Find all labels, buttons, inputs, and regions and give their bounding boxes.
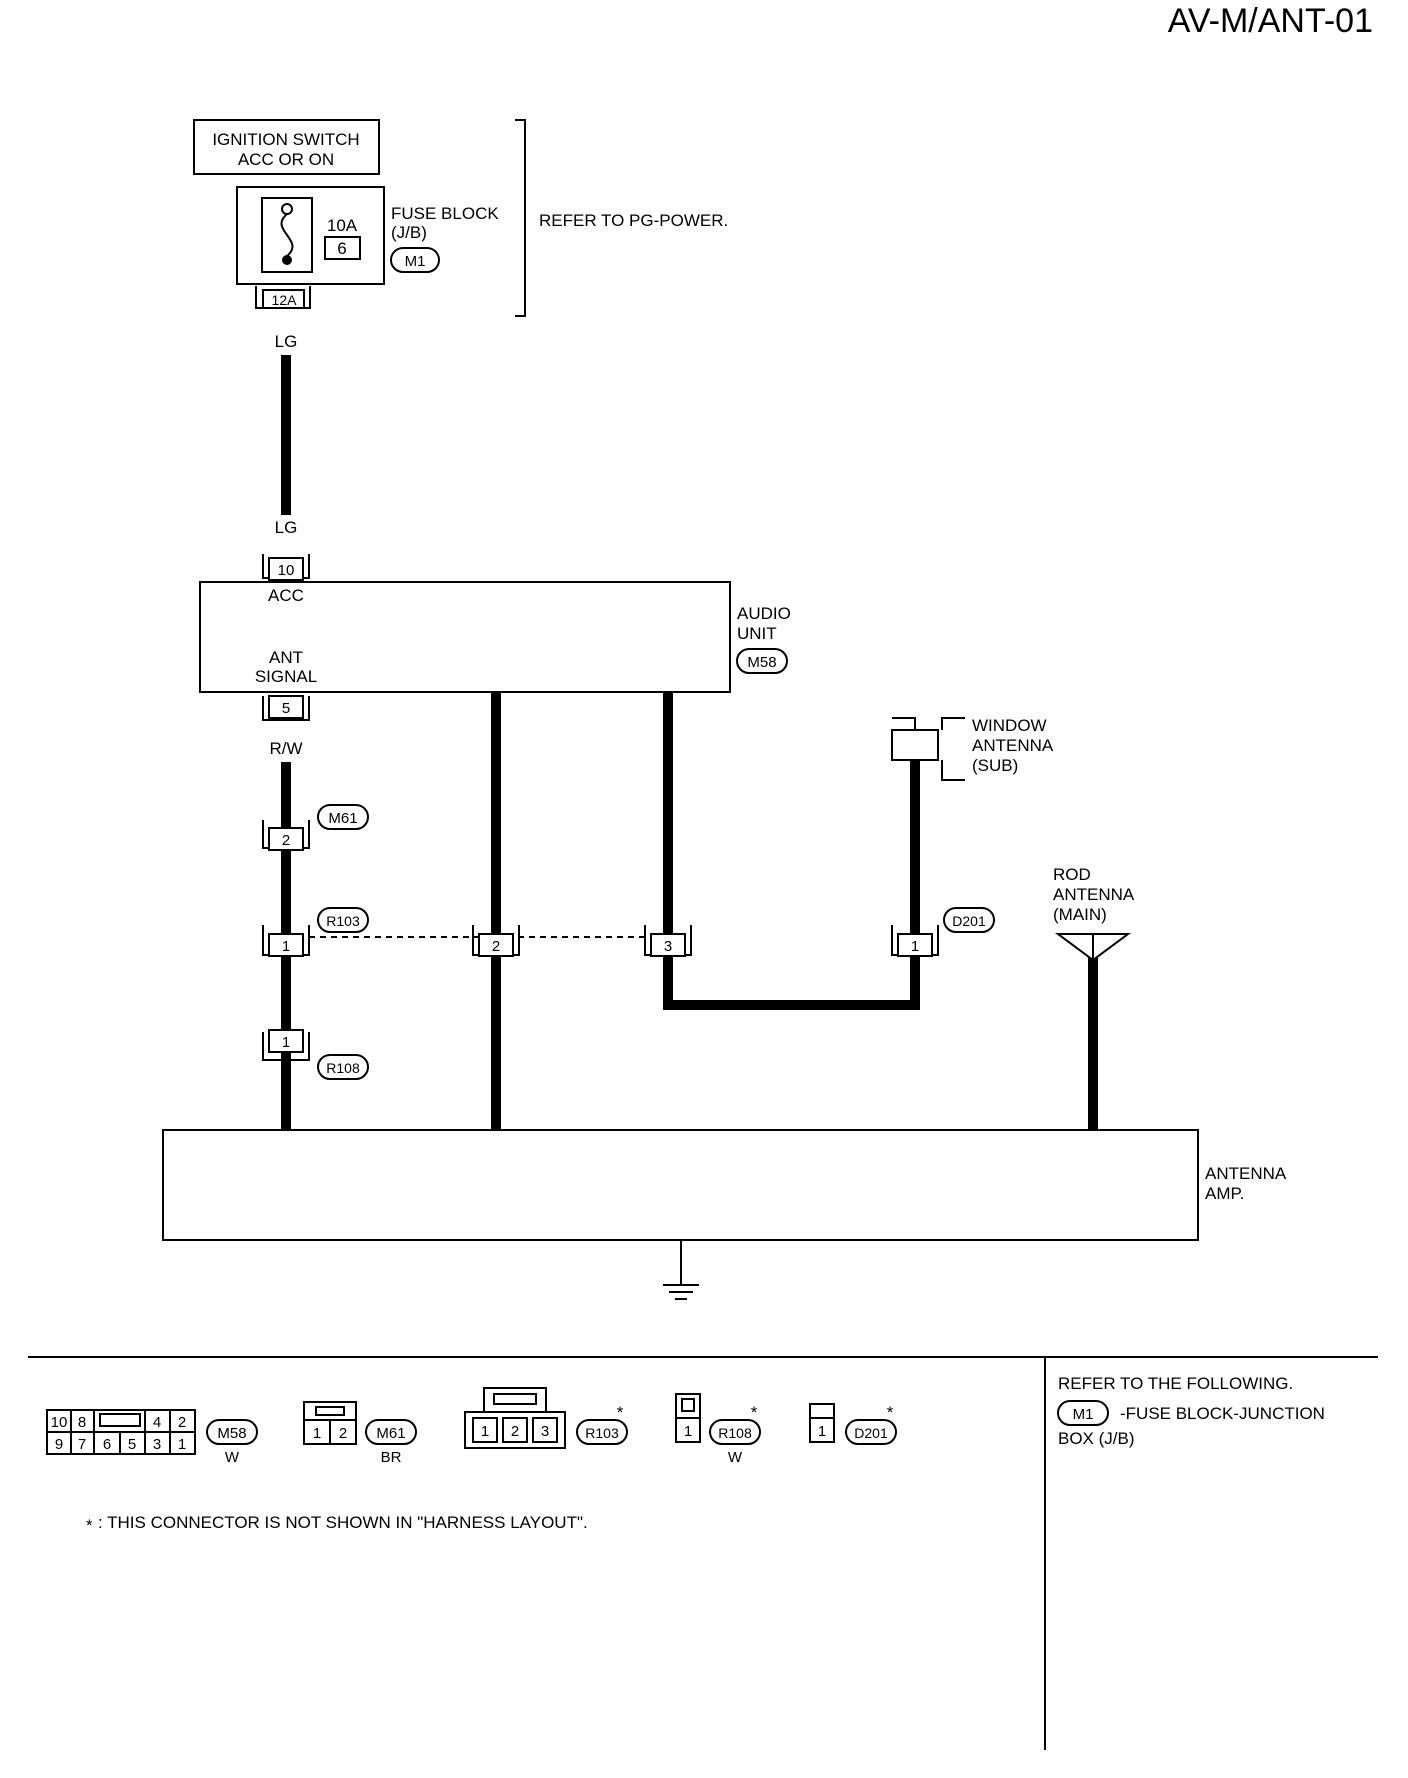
fuse-terminal-top [281,203,293,215]
fuse-block-jb: (J/B) [391,223,427,242]
fuse-terminal-12a: 12A [272,292,298,308]
legend-d201-id: D201 [854,1425,888,1441]
connector-r103: 1 2 3 R103 [262,907,692,957]
legend-d201: 1 D201 * [809,1403,897,1445]
audio-unit-label-2: UNIT [737,624,777,643]
legend-r108-star: * [751,1403,758,1422]
connector-r108: 1 R108 [262,1029,369,1080]
legend-m61-id: M61 [376,1425,405,1442]
m58-bottom-pin-5: 5 [128,1436,136,1453]
antenna-amp: ANTENNA AMP. [162,1129,1287,1241]
antenna-amp-label-1: ANTENNA [1205,1164,1287,1183]
fuse-block-connector: M1 [405,253,426,270]
audio-ant-label-2: SIGNAL [255,667,317,686]
m61-legend-pin-1: 1 [313,1425,321,1442]
r103-legend-pin-1: 1 [481,1423,489,1440]
fuse-block: 10A 6 FUSE BLOCK (J/B) M1 12A [236,186,499,309]
window-antenna-label-1: WINDOW [972,716,1047,735]
wire-color-rw: R/W [269,739,302,758]
m61-legend-pin-2: 2 [339,1425,347,1442]
legend-r103-star: * [617,1403,624,1422]
fuse-terminal-bottom [282,255,292,265]
window-antenna: WINDOW ANTENNA (SUB) [891,716,1054,781]
audio-pin-acc: 10 [278,562,295,579]
window-antenna-label-2: ANTENNA [972,736,1054,755]
fuse-number: 6 [337,239,346,258]
r108-label: R108 [326,1060,360,1076]
m58-bottom-pin-6: 6 [103,1436,111,1453]
connector-d201: 1 D201 [891,907,995,957]
rod-antenna: ROD ANTENNA (MAIN) [1053,865,1135,962]
legend-r108: 1 R108 W * [675,1393,761,1466]
window-antenna-label-3: (SUB) [972,756,1018,775]
m58-bottom-pin-9: 9 [55,1436,63,1453]
refer-following-desc-2: BOX (J/B) [1058,1429,1135,1448]
rod-antenna-label-1: ROD [1053,865,1091,884]
r103-pin-2: 2 [492,938,500,955]
r103-pin-1: 1 [282,938,290,955]
legend-m61-color: BR [381,1449,402,1466]
audio-ant-label-1: ANT [269,648,303,667]
legend-r103-id: R103 [585,1425,619,1441]
m58-top-pin-8: 8 [78,1414,86,1431]
refer-bracket [515,119,526,317]
m61-label: M61 [328,810,357,827]
ignition-label-2: ACC OR ON [238,150,334,169]
m61-pin: 2 [282,832,290,849]
refer-following: REFER TO THE FOLLOWING. M1 -FUSE BLOCK-J… [1057,1374,1325,1448]
fuse-element [280,213,294,257]
ground-icon [663,1240,699,1300]
footnote-text: : THIS CONNECTOR IS NOT SHOWN IN "HARNES… [98,1513,588,1532]
ignition-label-1: IGNITION SWITCH [212,130,359,149]
audio-unit: ACC ANT SIGNAL AUDIO UNIT M58 [199,581,791,693]
rod-antenna-label-2: ANTENNA [1053,885,1135,904]
ignition-switch: IGNITION SWITCH ACC OR ON [193,119,380,175]
legend-m58-id: M58 [217,1425,246,1442]
r108-pin: 1 [282,1034,290,1051]
legend-m61: 1 2 M61 BR [303,1401,417,1466]
wire-color-lg-top: LG [275,332,298,351]
m58-top-pin-10: 10 [51,1414,68,1431]
d201-label: D201 [952,913,986,929]
r103-legend-pin-2: 2 [511,1423,519,1440]
wire-color-lg-bottom: LG [275,518,298,537]
r103-pin-3: 3 [664,938,672,955]
legend-r108-id: R108 [718,1425,752,1441]
refer-following-title: REFER TO THE FOLLOWING. [1058,1374,1293,1393]
legend-m58-color: W [225,1449,240,1466]
d201-legend-pin: 1 [818,1423,826,1440]
r103-label: R103 [326,913,360,929]
refer-following-connector: M1 [1073,1406,1094,1423]
legend-r103: 1 2 3 R103 * [464,1387,628,1449]
m58-top-pin-4: 4 [153,1414,161,1431]
connector-m61: 2 M61 [262,804,369,851]
m58-bottom-pin-7: 7 [78,1436,86,1453]
refer-note: REFER TO PG-POWER. [539,211,728,230]
m58-top-pin-2: 2 [178,1414,186,1431]
m58-bottom-pin-1: 1 [178,1436,186,1453]
fuse-amp: 10A [327,216,358,235]
d201-pin: 1 [911,938,919,955]
rod-antenna-label-3: (MAIN) [1053,905,1107,924]
antenna-amp-label-2: AMP. [1205,1184,1244,1203]
r108-legend-pin: 1 [684,1423,692,1440]
audio-acc-label: ACC [268,586,304,605]
fuse-block-label: FUSE BLOCK [391,204,499,223]
refer-following-desc-1: -FUSE BLOCK-JUNCTION [1120,1404,1325,1423]
legend-d201-star: * [887,1403,894,1422]
m58-bottom-pin-3: 3 [153,1436,161,1453]
audio-pin-ant: 5 [282,700,290,717]
audio-unit-label-1: AUDIO [737,604,791,623]
r103-legend-pin-3: 3 [541,1423,549,1440]
legend-m58: 10 8 4 2 9 7 6 5 3 1 M58 W [46,1409,258,1466]
wire-audio-3 [663,692,920,1010]
page-code: AV-M/ANT-01 [1168,2,1373,40]
audio-unit-connector: M58 [747,654,776,671]
footnote-star: * [86,1516,93,1535]
legend-r108-color: W [728,1449,743,1466]
